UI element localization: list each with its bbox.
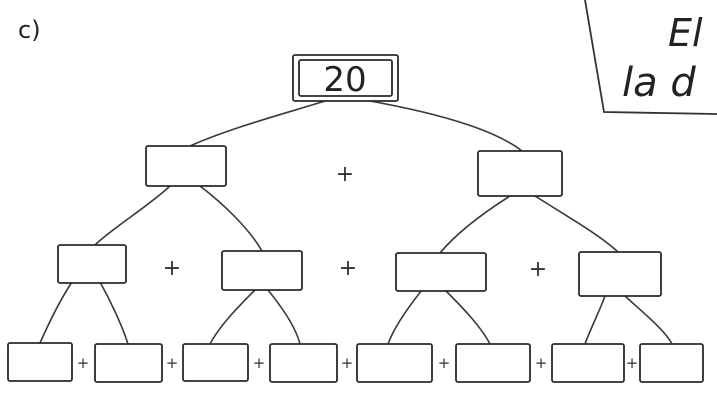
plus-sign-level-3-5: + bbox=[438, 354, 451, 372]
level-3-box-4[interactable] bbox=[269, 343, 338, 383]
level-3-box-7[interactable] bbox=[551, 343, 625, 383]
plus-sign-level-3-3: + bbox=[253, 354, 266, 372]
level-2-box-2[interactable] bbox=[221, 250, 303, 291]
root-value: 20 bbox=[323, 60, 366, 100]
plus-sign-level-3-7: + bbox=[626, 354, 639, 372]
level-3-box-8[interactable] bbox=[639, 343, 704, 383]
level-3-box-5[interactable] bbox=[356, 343, 433, 383]
root-node: 20 bbox=[292, 54, 399, 102]
plus-sign-level-2-1: + bbox=[163, 256, 181, 281]
level-3-box-6[interactable] bbox=[455, 343, 531, 383]
level-1-box-2[interactable] bbox=[477, 150, 563, 197]
level-2-box-1[interactable] bbox=[57, 244, 127, 284]
plus-sign-level-3-4: + bbox=[341, 354, 354, 372]
plus-sign-level-3-6: + bbox=[535, 354, 548, 372]
exercise-label: c) bbox=[18, 16, 41, 44]
corner-note-line-2: la d bbox=[622, 60, 696, 106]
plus-sign-level-3-1: + bbox=[77, 354, 90, 372]
corner-note: El la d bbox=[584, 0, 717, 115]
level-3-box-2[interactable] bbox=[94, 343, 163, 383]
level-2-box-3[interactable] bbox=[395, 252, 487, 292]
level-1-box-1[interactable] bbox=[145, 145, 227, 187]
plus-sign-level-2-2: + bbox=[339, 256, 357, 281]
plus-sign-level-2-3: + bbox=[529, 257, 547, 282]
plus-signs: + + + + + + + + + + + bbox=[77, 162, 639, 372]
tree-edges bbox=[39, 100, 673, 345]
level-2-box-4[interactable] bbox=[578, 251, 662, 297]
corner-note-line-1: El bbox=[668, 11, 703, 55]
plus-sign-level-1: + bbox=[336, 162, 354, 187]
level-3-box-3[interactable] bbox=[182, 343, 249, 382]
level-3-box-1[interactable] bbox=[7, 342, 73, 382]
plus-sign-level-3-2: + bbox=[166, 354, 179, 372]
